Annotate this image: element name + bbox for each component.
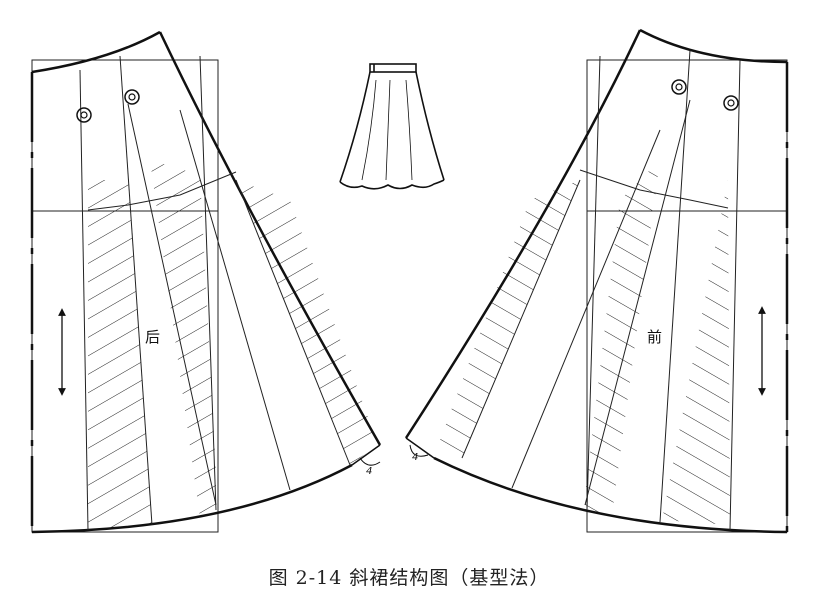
back-waist-curve	[31, 30, 161, 74]
front-side-seam	[404, 29, 642, 439]
back-hem-corner	[351, 444, 381, 466]
back-side-seam	[158, 31, 382, 446]
skirt-illustration	[339, 63, 445, 190]
front-hem-mark-arc	[409, 444, 429, 457]
front-slash-line-4	[586, 55, 601, 511]
back-slash-line-1	[79, 69, 89, 531]
back-slash-line-6	[235, 179, 351, 466]
front-hatch-area-2	[585, 160, 660, 515]
front-waist-curve	[639, 28, 788, 64]
front-pattern: 4 前	[404, 28, 789, 534]
skirt-pattern-diagram: 4 后	[30, 28, 789, 534]
front-slash-line-3	[584, 99, 691, 506]
front-hem-mark-label: 4	[412, 452, 418, 463]
front-dart-marker-1	[671, 79, 687, 95]
back-dart-marker-2	[124, 89, 140, 105]
front-slash-line-5	[511, 129, 661, 489]
front-label: 前	[647, 328, 662, 346]
back-hip-shift-line	[87, 171, 237, 211]
back-label: 后	[145, 328, 160, 346]
front-slash-line-6	[461, 179, 581, 459]
back-slash-line-2	[119, 55, 153, 526]
front-hatch-area-3	[440, 180, 580, 458]
back-pattern: 4 后	[30, 30, 382, 534]
front-slash-line-1	[729, 59, 741, 531]
back-hatch-area-1	[88, 180, 152, 530]
back-hem-curve	[31, 463, 353, 534]
front-slash-line-2	[659, 49, 691, 523]
front-hatch-area-1	[662, 180, 730, 525]
back-slash-line-5	[179, 109, 291, 491]
back-hem-mark-label: 4	[366, 466, 372, 477]
front-hem-curve	[433, 456, 788, 534]
back-hem-mark-arc	[359, 457, 381, 466]
back-slash-line-3	[127, 103, 217, 506]
back-dart-marker-1	[76, 107, 92, 123]
figure-caption: 图 2-14 斜裙结构图（基型法）	[268, 567, 550, 589]
front-dart-marker-2	[723, 95, 739, 111]
back-slash-line-4	[199, 55, 217, 511]
front-hip-shift-line	[579, 169, 729, 209]
front-hem-corner	[405, 437, 435, 459]
